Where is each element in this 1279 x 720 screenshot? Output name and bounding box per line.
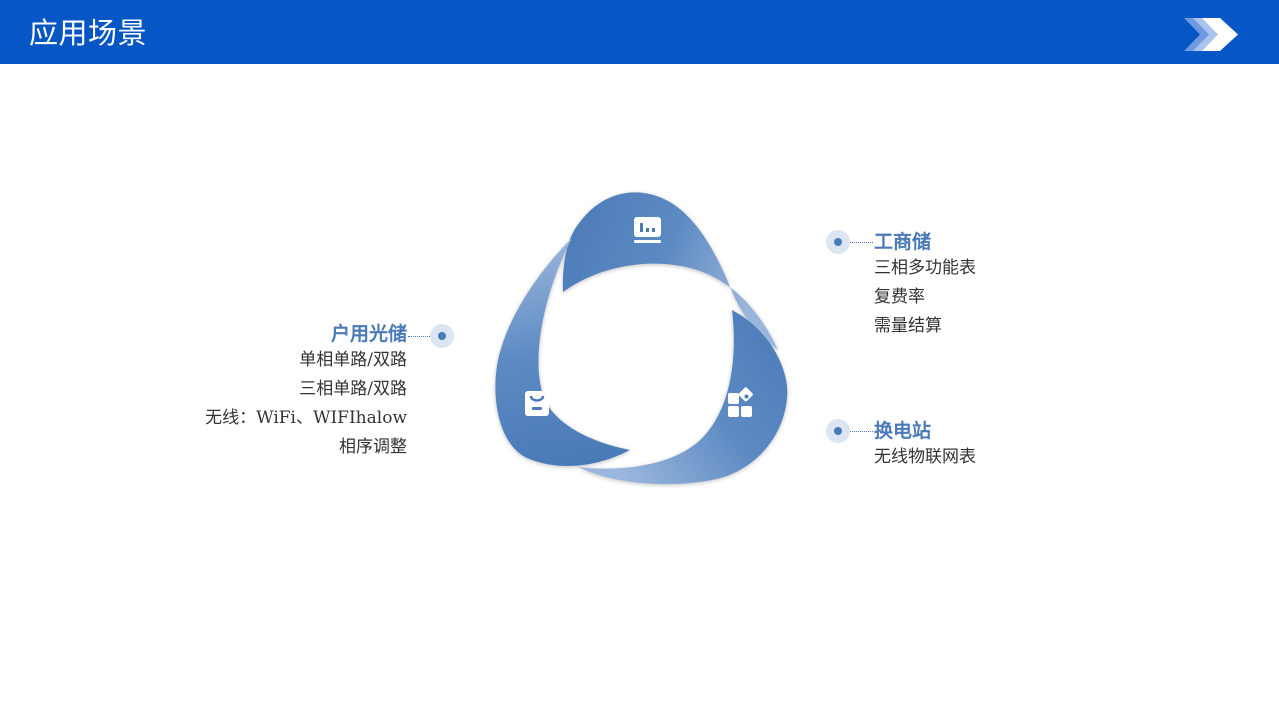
cycle-diagram: [495, 192, 788, 485]
scenario-feature: 需量结算: [874, 316, 942, 336]
header-bar: 应用场景: [0, 0, 1279, 64]
monitor-chart-icon: [634, 217, 661, 243]
scenario-feature: 无线：WiFi、WIFIhalow: [205, 408, 407, 428]
bullet-dot: [430, 324, 454, 348]
scenario-feature: 相序调整: [339, 437, 407, 457]
double-chevron-right-icon: [1184, 18, 1238, 51]
leader-line: [850, 431, 873, 432]
scenario-battery-swap-station: 换电站 无线物联网表: [874, 419, 976, 472]
apps-grid-icon: [728, 387, 753, 417]
scenario-residential-storage: 户用光储 单相单路/双路 三相单路/双路 无线：WiFi、WIFIhalow 相…: [205, 322, 407, 462]
scenario-commercial-storage: 工商储 三相多功能表 复费率 需量结算: [874, 230, 976, 341]
scenario-feature: 无线物联网表: [874, 447, 976, 467]
segment-bottom-left: [495, 238, 630, 466]
scenario-feature: 三相多功能表: [874, 258, 976, 278]
scenario-feature: 三相单路/双路: [299, 379, 407, 399]
scenario-title: 工商储: [874, 231, 932, 253]
leader-line: [408, 336, 430, 337]
bullet-dot: [826, 419, 850, 443]
scenario-feature: 单相单路/双路: [299, 350, 407, 370]
leader-line: [850, 242, 873, 243]
bullet-dot: [826, 230, 850, 254]
page-title: 应用场景: [29, 16, 148, 50]
segment-bottom-right: [578, 310, 788, 485]
scenario-title: 户用光储: [330, 323, 407, 345]
scenario-feature: 复费率: [874, 287, 925, 307]
segment-top: [562, 192, 778, 350]
scenario-title: 换电站: [874, 420, 932, 442]
bag-icon: [525, 391, 549, 416]
